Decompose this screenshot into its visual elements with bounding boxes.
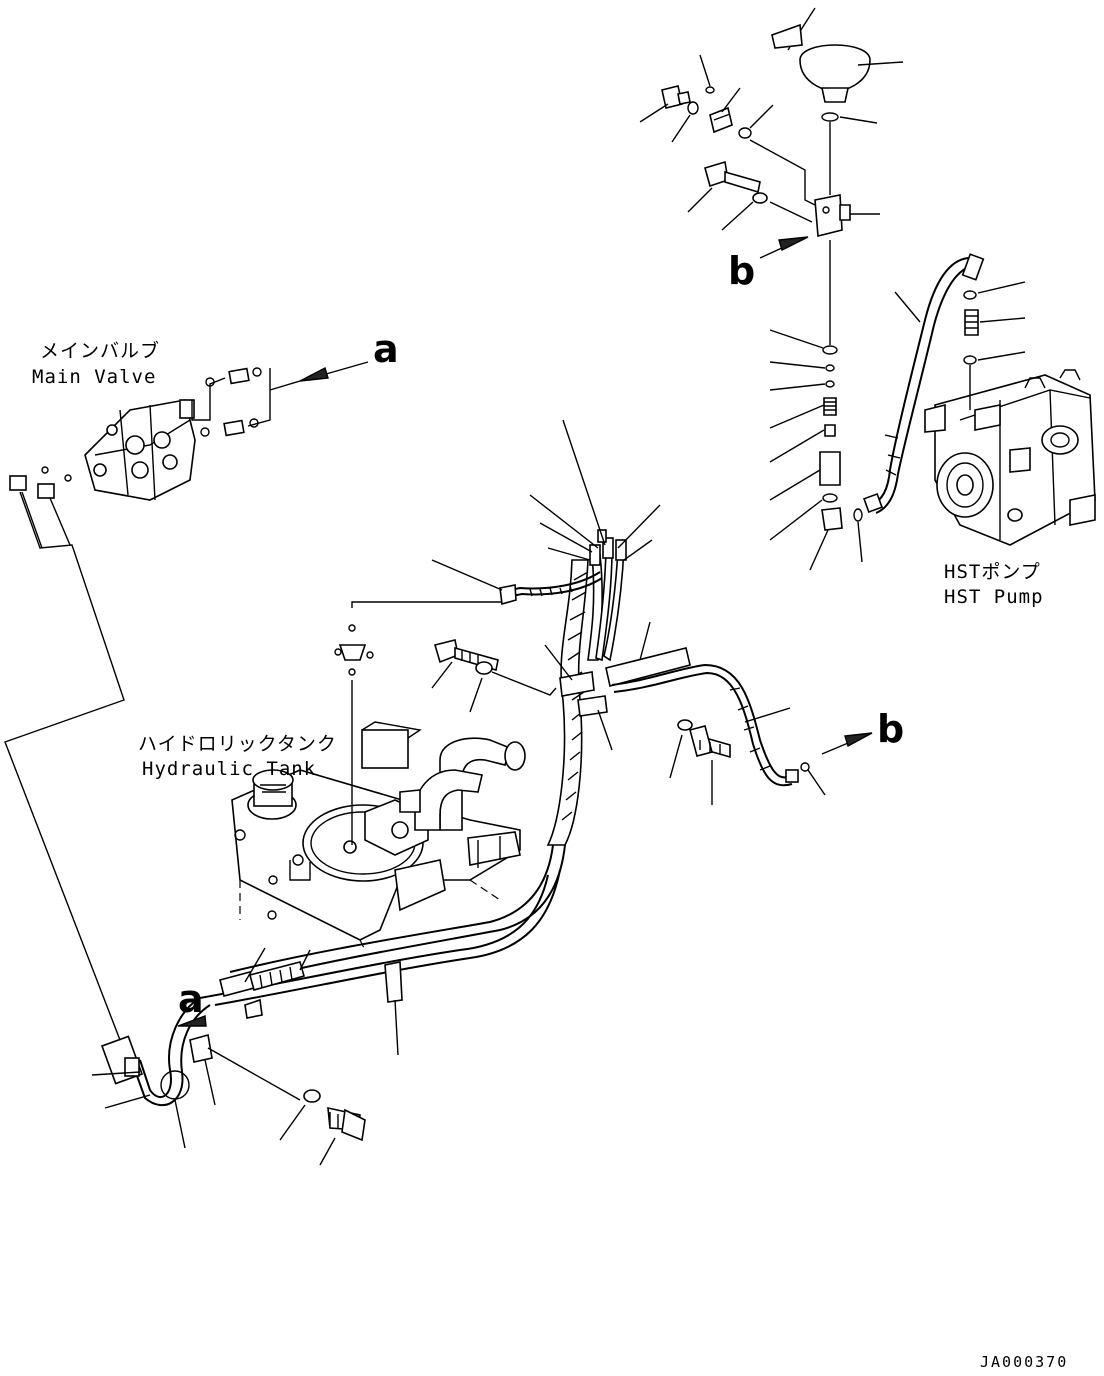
- arrow-b-right: [821, 732, 873, 755]
- hst-pump-label-jp: HSTポンプ: [944, 561, 1041, 583]
- lower-hoses: [100, 844, 566, 1107]
- hst-pump-label-en: HST Pump: [944, 586, 1044, 608]
- small-fittings-top: [639, 54, 774, 143]
- leader-lines-mid: [431, 419, 826, 805]
- drawing-code: JA000370: [980, 1353, 1069, 1371]
- main-valve-label-jp: メインバルブ: [40, 340, 161, 362]
- main-valve-label-en: Main Valve: [32, 366, 157, 388]
- main-valve: [9, 367, 311, 501]
- hose-to-b: [605, 647, 810, 787]
- leader-lines-low: [91, 947, 399, 1166]
- callout-b-top: b: [728, 249, 756, 293]
- accumulator: [771, 7, 904, 195]
- hose-bundle: [499, 529, 627, 846]
- hydraulic-tank-label-jp: ハイドロリックタンク: [138, 733, 337, 755]
- hydraulic-tank-label-en: Hydraulic Tank: [142, 758, 317, 780]
- arrow-a-top: [299, 361, 369, 382]
- hst-pump: [863, 253, 1096, 546]
- callout-a-bottom: a: [178, 977, 204, 1021]
- bolt-washer-low: [303, 1089, 366, 1142]
- arrow-a-bottom: [177, 1015, 207, 1027]
- callout-b-right: b: [877, 707, 905, 751]
- valve-block: [687, 139, 880, 571]
- hydraulic-tank: [231, 721, 526, 951]
- bolt-washer-mid: [431, 639, 557, 713]
- callout-a-top: a: [373, 327, 399, 371]
- leader-lines-left: [4, 491, 125, 1041]
